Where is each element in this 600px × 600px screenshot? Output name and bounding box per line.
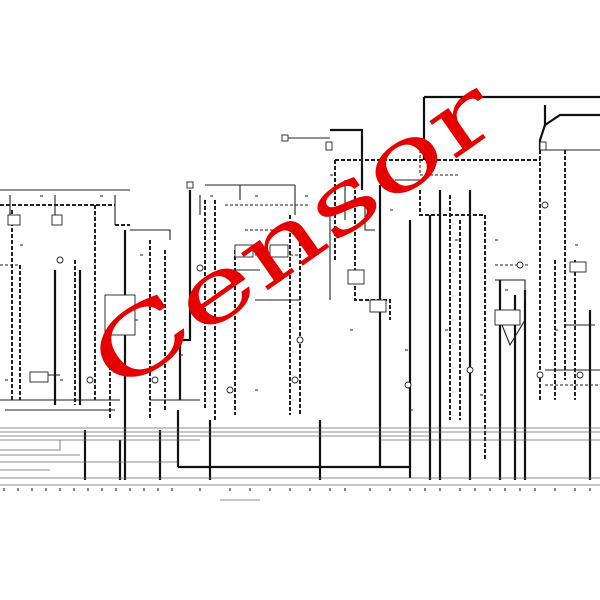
lamp bbox=[404, 381, 412, 389]
lamp bbox=[466, 366, 474, 374]
lamp bbox=[196, 264, 204, 272]
components bbox=[7, 134, 587, 394]
terminal-ticks bbox=[3, 174, 591, 491]
relay bbox=[269, 244, 289, 258]
fuse bbox=[419, 141, 427, 151]
fuse bbox=[325, 141, 333, 151]
lamp bbox=[576, 371, 584, 379]
connector bbox=[281, 134, 289, 142]
lamp bbox=[541, 201, 549, 209]
fuse bbox=[539, 141, 547, 151]
relay bbox=[369, 299, 387, 313]
lamp bbox=[226, 386, 234, 394]
relay bbox=[494, 309, 521, 326]
control-unit bbox=[104, 294, 136, 336]
lamp bbox=[56, 256, 64, 264]
connector bbox=[186, 181, 194, 189]
bottom-bus bbox=[0, 427, 600, 501]
lamp bbox=[296, 336, 304, 344]
lamp bbox=[151, 376, 159, 384]
lamp bbox=[86, 376, 94, 384]
relay bbox=[569, 261, 587, 273]
lamp bbox=[516, 261, 524, 269]
switch bbox=[7, 214, 21, 226]
lamp bbox=[291, 376, 299, 384]
switch bbox=[51, 214, 63, 226]
relay bbox=[234, 244, 254, 258]
switch bbox=[29, 371, 49, 383]
lamp bbox=[536, 371, 544, 379]
relay bbox=[347, 269, 365, 285]
